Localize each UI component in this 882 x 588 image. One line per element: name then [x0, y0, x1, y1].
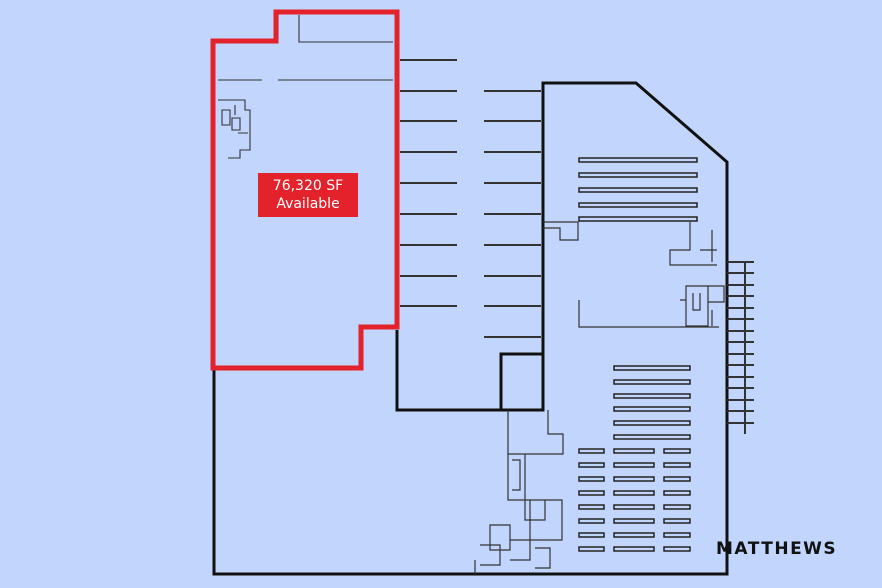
space-area-label: 76,320 SF [272, 178, 344, 194]
dock-lines-right [727, 261, 754, 434]
racking-upper [578, 157, 698, 222]
racking-lower [578, 365, 691, 552]
available-space-badge[interactable]: 76,320 SF Available [258, 173, 358, 217]
interior-walls-right [543, 221, 725, 328]
building-outline [212, 81, 729, 576]
interior-walls-left [218, 15, 393, 159]
brand-logo: MATTHEWS [716, 539, 838, 559]
available-space-outline [210, 9, 400, 371]
dock-lines-middle [400, 59, 541, 338]
interior-walls-bottom [474, 410, 564, 574]
space-status-label: Available [276, 196, 340, 212]
